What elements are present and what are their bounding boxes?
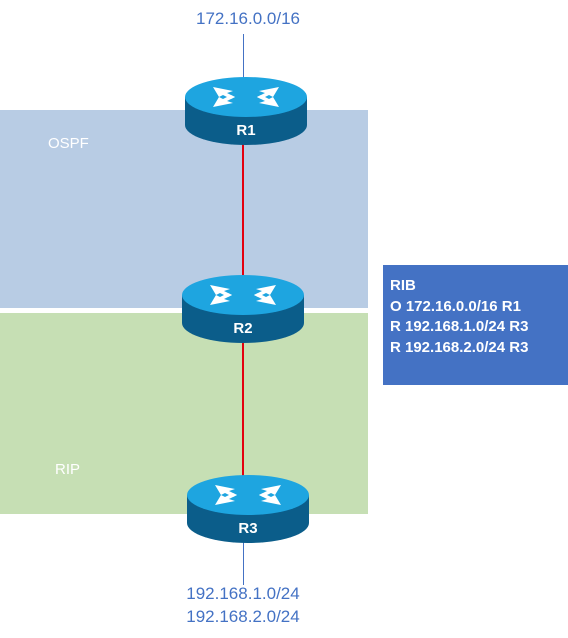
ospf-area-label: OSPF (48, 135, 89, 152)
link-r1-r2 (242, 140, 244, 275)
rip-area-label: RIP (55, 461, 81, 478)
router-r2[interactable]: R2 (180, 275, 306, 345)
router-label: R2 (233, 320, 253, 337)
link-r2-r3 (242, 338, 244, 478)
rib-title: RIB (390, 277, 416, 294)
router-r3[interactable]: R3 (185, 475, 311, 545)
rip-area (0, 313, 368, 514)
rib-box: RIB O 172.16.0.0/16 R1 R 192.168.1.0/24 … (383, 265, 568, 385)
router-icon (187, 475, 309, 543)
rib-entry: R 192.168.2.0/24 R3 (390, 338, 529, 356)
rib-entry: R 192.168.1.0/24 R3 (390, 318, 529, 335)
bottom-network-label-2: 192.168.2.0/24 (186, 607, 300, 626)
router-r1[interactable]: R1 (183, 77, 309, 147)
ospf-area (0, 110, 368, 308)
router-label: R3 (238, 520, 258, 537)
bottom-network-stub (243, 540, 244, 585)
router-label: R1 (236, 122, 256, 139)
top-network-stub (243, 34, 244, 90)
top-network-label: 172.16.0.0/16 (196, 9, 300, 28)
router-icon (182, 275, 304, 343)
router-icon (185, 77, 307, 145)
rib-entry: O 172.16.0.0/16 R1 (390, 297, 521, 315)
bottom-network-label-1: 192.168.1.0/24 (186, 584, 300, 603)
